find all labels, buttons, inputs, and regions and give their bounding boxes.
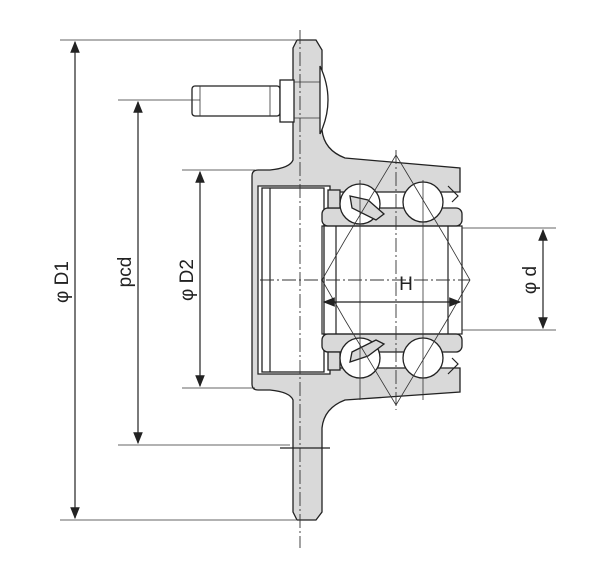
label-pcd: pcd	[115, 257, 136, 288]
bearing	[321, 154, 471, 406]
label-d: φ d	[520, 266, 541, 294]
extension-lines	[60, 39, 556, 521]
label-d2: φ D2	[177, 259, 198, 301]
wheel-stud	[191, 65, 329, 135]
label-h: H	[399, 274, 413, 295]
label-d1: φ D1	[52, 261, 73, 303]
